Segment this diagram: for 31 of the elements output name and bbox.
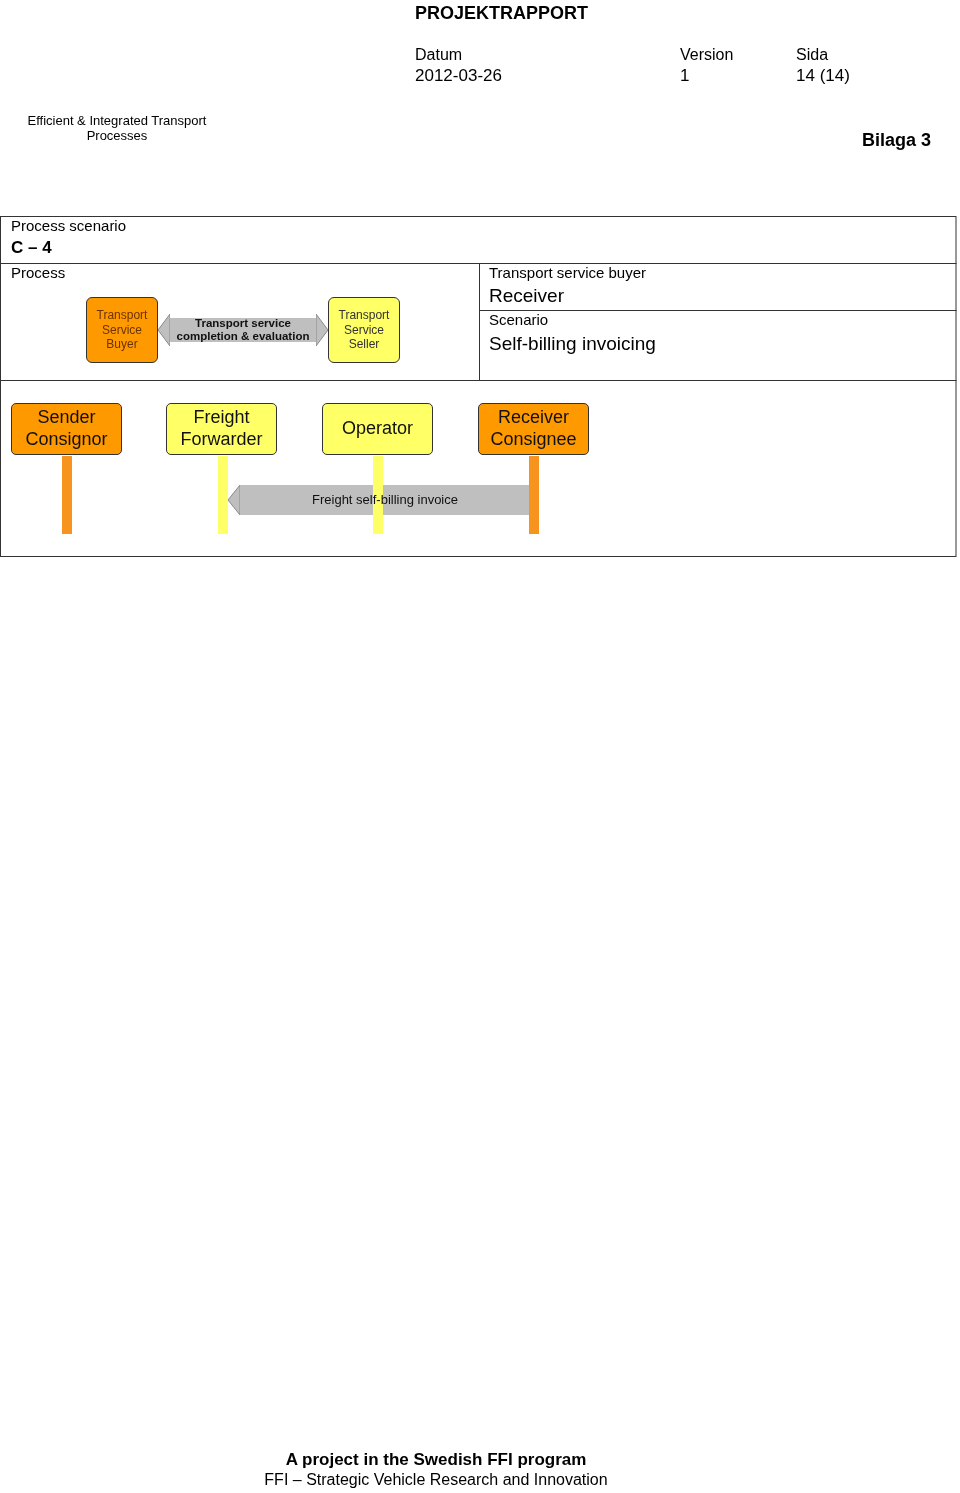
- field-label: Sida: [796, 46, 829, 65]
- scenario-code: C – 4: [11, 238, 52, 258]
- section-label: Transport service buyer: [489, 264, 646, 282]
- field-label: Version: [680, 46, 734, 65]
- actor-box: Transport Service Seller: [328, 297, 400, 363]
- section-label: Process: [11, 264, 66, 282]
- lifeline-bar: [529, 456, 539, 534]
- lifeline-bar: [62, 456, 72, 534]
- report-title: PROJEKTRAPPORT: [415, 3, 589, 24]
- actor-box: Sender Consignor: [11, 403, 122, 455]
- actor-box: Operator: [322, 403, 433, 455]
- arrow: [157, 313, 329, 347]
- field-label: Datum: [415, 46, 463, 65]
- field-value: 1: [680, 66, 690, 86]
- section-label: Process scenario: [11, 217, 127, 235]
- actor-box: Transport Service Buyer: [86, 297, 158, 363]
- appendix-label: Bilaga 3: [861, 130, 931, 151]
- edge-label: Freight self-billing invoice: [312, 492, 458, 508]
- lifeline-bar: [218, 456, 228, 534]
- section-value: Self-billing invoicing: [489, 333, 656, 355]
- actor-box: Receiver Consignee: [478, 403, 589, 455]
- edge-label: Transport service completion & evaluation: [175, 316, 311, 344]
- tagline: Efficient & Integrated Transport Processes: [26, 114, 208, 144]
- actor-box: Freight Forwarder: [166, 403, 277, 455]
- section-label: Scenario: [489, 311, 549, 329]
- field-value: 2012-03-26: [415, 66, 502, 86]
- field-value: 14 (14): [796, 66, 850, 86]
- arrow: [227, 484, 529, 516]
- section-value: Receiver: [489, 285, 564, 307]
- footer-text: A project in the Swedish FFI program: [284, 1450, 588, 1470]
- footer-text: FFI – Strategic Vehicle Research and Innovation: [263, 1471, 609, 1490]
